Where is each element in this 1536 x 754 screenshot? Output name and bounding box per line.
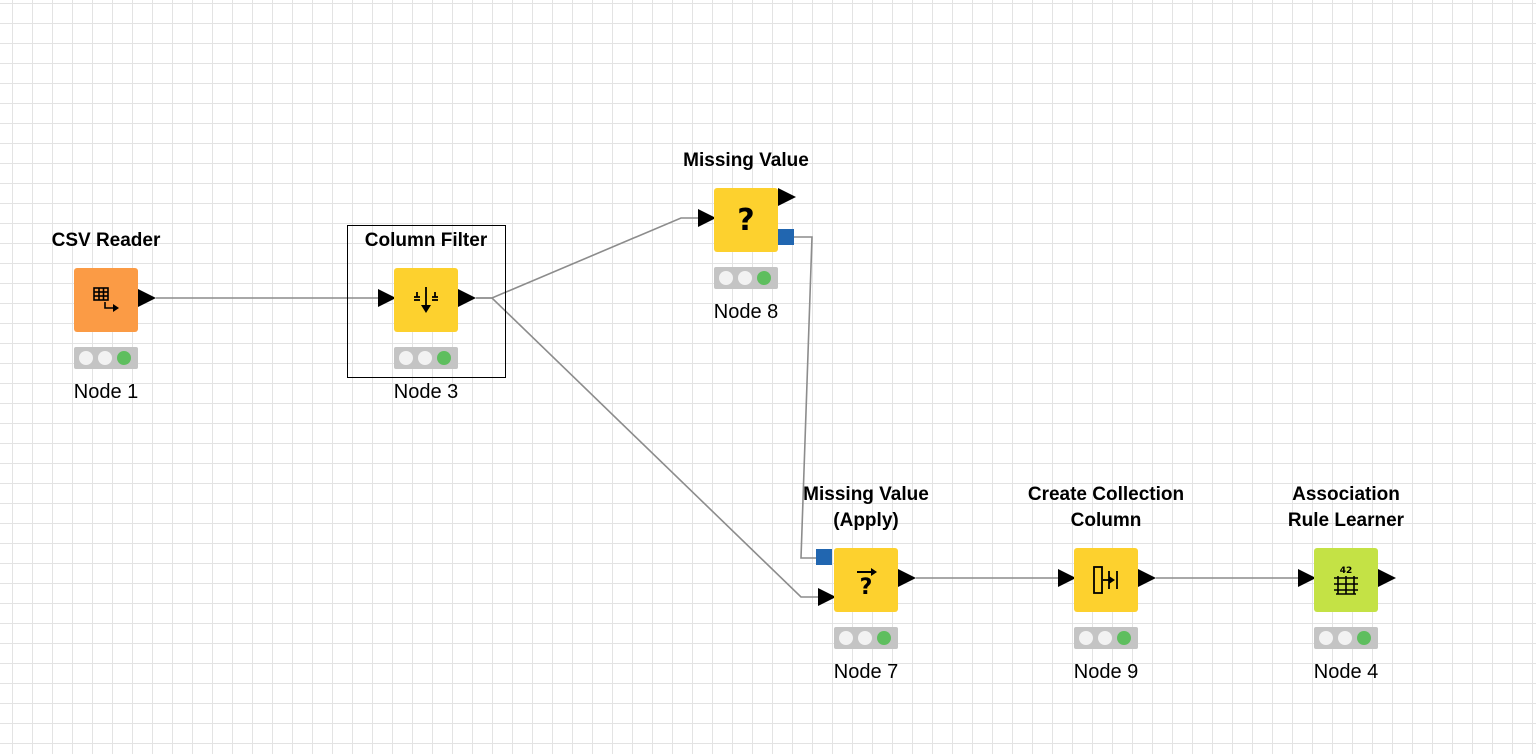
node-title: Missing Value (Apply): [803, 484, 929, 531]
node-title: Missing Value: [683, 150, 809, 171]
connection-node3-node7[interactable]: [476, 297, 818, 598]
status-traffic-light: [834, 627, 898, 649]
create-collection-column-icon[interactable]: [1074, 548, 1138, 612]
status-red-dot: [1079, 631, 1093, 645]
input-port[interactable]: [1058, 569, 1076, 587]
input-port[interactable]: [378, 289, 396, 307]
data-input-port[interactable]: [818, 588, 836, 606]
svg-text:?: ?: [860, 575, 873, 597]
status-green-dot: [1117, 631, 1131, 645]
status-traffic-light: [714, 267, 778, 289]
node-label[interactable]: Node 4: [1313, 661, 1379, 683]
output-port[interactable]: [138, 289, 156, 307]
status-traffic-light: [394, 347, 458, 369]
node-title: Association Rule Learner: [1287, 484, 1405, 531]
status-yellow-dot: [418, 351, 432, 365]
output-port[interactable]: [898, 569, 916, 587]
missing-value-icon[interactable]: ?: [714, 188, 778, 252]
connection-node3-node8[interactable]: [476, 217, 698, 299]
status-red-dot: [719, 271, 733, 285]
svg-text:42: 42: [1340, 566, 1353, 576]
status-red-dot: [399, 351, 413, 365]
status-yellow-dot: [1098, 631, 1112, 645]
status-green-dot: [117, 351, 131, 365]
output-port[interactable]: [1138, 569, 1156, 587]
status-yellow-dot: [858, 631, 872, 645]
node-selection-box: [347, 225, 506, 378]
status-traffic-light: [1074, 627, 1138, 649]
status-red-dot: [839, 631, 853, 645]
status-green-dot: [877, 631, 891, 645]
node-label[interactable]: Node 9: [1073, 661, 1139, 683]
status-yellow-dot: [738, 271, 752, 285]
association-rule-learner-icon[interactable]: 42: [1314, 548, 1378, 612]
column-filter-icon[interactable]: [394, 268, 458, 332]
model-input-port[interactable]: [816, 549, 832, 565]
node-label[interactable]: Node 7: [833, 661, 899, 683]
output-port[interactable]: [1378, 569, 1396, 587]
status-green-dot: [757, 271, 771, 285]
input-port[interactable]: [1298, 569, 1316, 587]
status-green-dot: [437, 351, 451, 365]
status-red-dot: [79, 351, 93, 365]
input-port[interactable]: [698, 209, 716, 227]
model-output-port[interactable]: [778, 229, 794, 245]
node-title: Create Collection Column: [1027, 484, 1185, 531]
node-label[interactable]: Node 1: [73, 381, 139, 403]
node-title: Column Filter: [364, 230, 488, 251]
status-traffic-light: [74, 347, 138, 369]
status-green-dot: [1357, 631, 1371, 645]
node-label[interactable]: Node 8: [713, 301, 779, 323]
connection-node8-node7-model[interactable]: [794, 236, 818, 559]
data-output-port[interactable]: [778, 188, 796, 206]
status-yellow-dot: [98, 351, 112, 365]
csv-reader-icon[interactable]: [74, 268, 138, 332]
status-red-dot: [1319, 631, 1333, 645]
question-mark-glyph: ?: [737, 202, 755, 238]
output-port[interactable]: [458, 289, 476, 307]
status-yellow-dot: [1338, 631, 1352, 645]
node-title: CSV Reader: [51, 230, 161, 251]
status-traffic-light: [1314, 627, 1378, 649]
node-label[interactable]: Node 3: [393, 381, 459, 403]
missing-value-apply-icon[interactable]: ?: [834, 548, 898, 612]
